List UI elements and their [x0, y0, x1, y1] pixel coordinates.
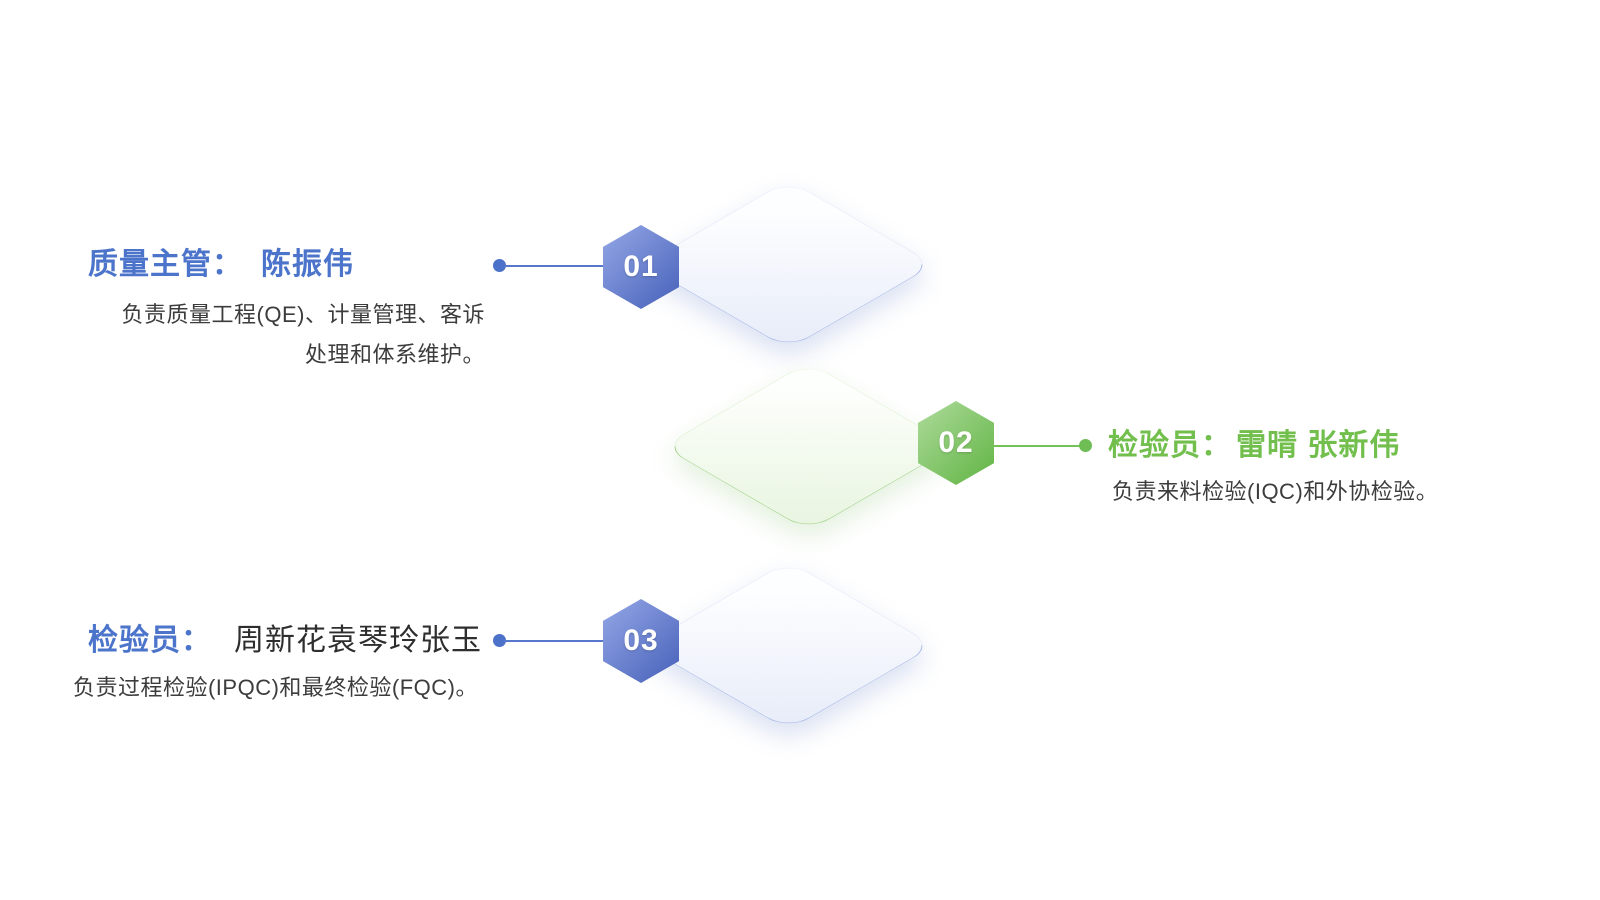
step-number-badge-02: 02	[918, 401, 994, 485]
step1-number: 01	[623, 250, 659, 283]
step3-number: 03	[623, 624, 659, 657]
step3-title: 检验员： 周新花袁琴玲张玉	[88, 621, 482, 661]
connector-line-step1	[504, 265, 604, 267]
connector-dot-step3	[493, 634, 506, 647]
diamond-shape-step1	[642, 179, 935, 350]
step3-title-name: 周新花袁琴玲张玉	[234, 624, 482, 657]
diamond-shape-step2	[662, 361, 955, 532]
step2-description: 负责来料检验(IQC)和外协检验。	[1112, 472, 1438, 512]
step1-title: 质量主管： 陈振伟	[88, 245, 354, 285]
step1-description-line1: 负责质量工程(QE)、计量管理、客诉	[121, 302, 485, 327]
step2-title: 检验员：雷晴 张新伟	[1108, 426, 1400, 466]
connector-dot-step2	[1079, 439, 1092, 452]
step2-number: 02	[938, 426, 974, 459]
step3-title-role: 检验员：	[88, 624, 212, 657]
step1-title-role: 质量主管：	[88, 248, 243, 281]
step-number-badge-03: 03	[603, 599, 679, 683]
step2-title-role: 检验员：	[1108, 429, 1232, 462]
step2-description-line1: 负责来料检验(IQC)和外协检验。	[1112, 479, 1439, 504]
connector-line-step2	[992, 445, 1080, 447]
step1-description-line2: 处理和体系维护。	[304, 342, 485, 367]
step-number-badge-01: 01	[603, 225, 679, 309]
step2-title-name: 雷晴 张新伟	[1236, 429, 1401, 462]
connector-dot-step1	[493, 259, 506, 272]
step3-description-line1: 负责过程检验(IPQC)和最终检验(FQC)。	[72, 675, 478, 700]
step3-description: 负责过程检验(IPQC)和最终检验(FQC)。	[58, 668, 478, 708]
step1-title-name: 陈振伟	[261, 248, 354, 281]
connector-line-step3	[504, 640, 604, 642]
diamond-shape-step3	[642, 560, 935, 731]
step1-description: 负责质量工程(QE)、计量管理、客诉 处理和体系维护。	[65, 295, 485, 375]
